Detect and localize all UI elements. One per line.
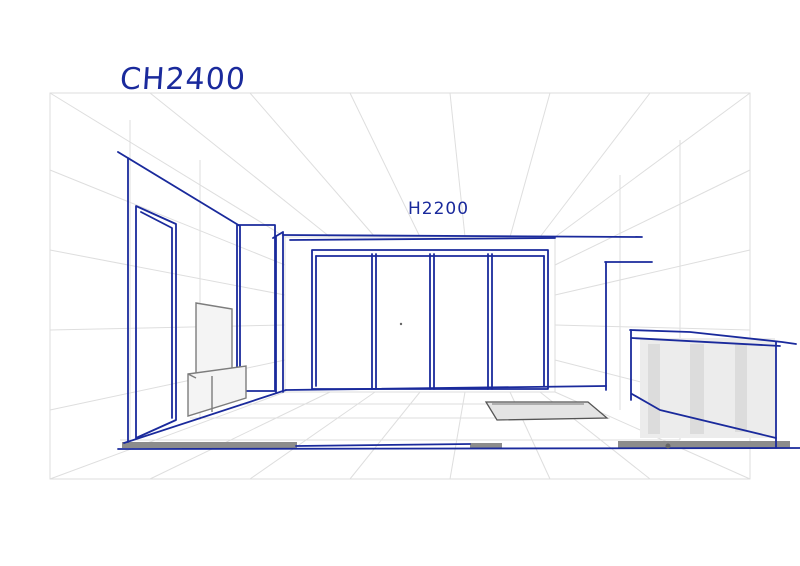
- floor-rug: [484, 401, 609, 421]
- room-ink-lines: [117, 151, 800, 450]
- tv-and-cabinet: [187, 302, 247, 417]
- floor-edge-shadows: [122, 441, 790, 449]
- curtain-shading: [640, 338, 775, 438]
- perspective-guide-grid: [49, 92, 751, 480]
- vanishing-point: [399, 322, 403, 326]
- floor-outlet-icon: [665, 443, 671, 449]
- door-height-annotation: H2200: [408, 199, 470, 219]
- ceiling-height-annotation: CH2400: [118, 62, 248, 97]
